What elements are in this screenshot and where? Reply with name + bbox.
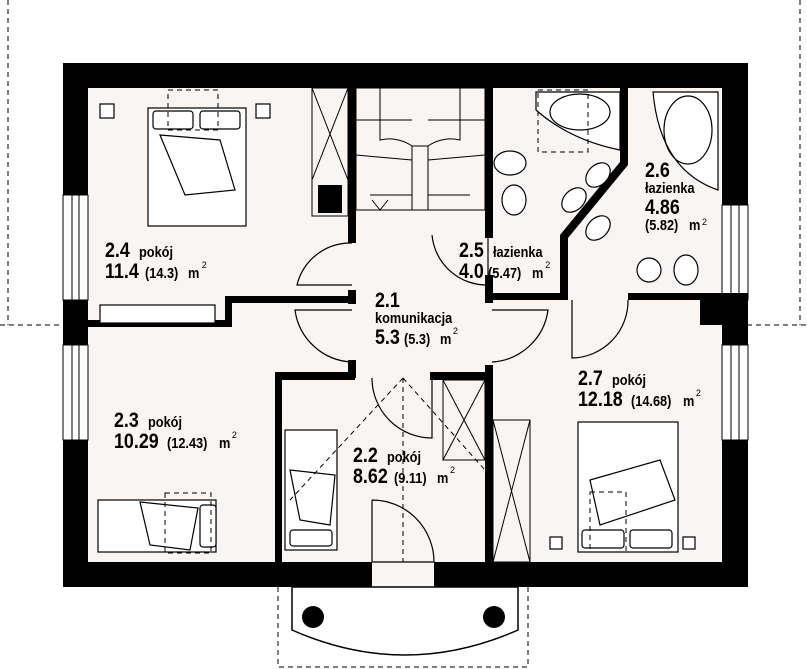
chimney bbox=[318, 185, 342, 213]
furniture bbox=[97, 91, 719, 553]
doors bbox=[294, 234, 629, 563]
shafts bbox=[311, 87, 531, 563]
balcony bbox=[291, 586, 519, 656]
swing-lines bbox=[164, 89, 627, 562]
column-right bbox=[483, 606, 505, 628]
staircase bbox=[355, 87, 486, 211]
column-left bbox=[302, 606, 324, 628]
windows bbox=[62, 194, 749, 441]
